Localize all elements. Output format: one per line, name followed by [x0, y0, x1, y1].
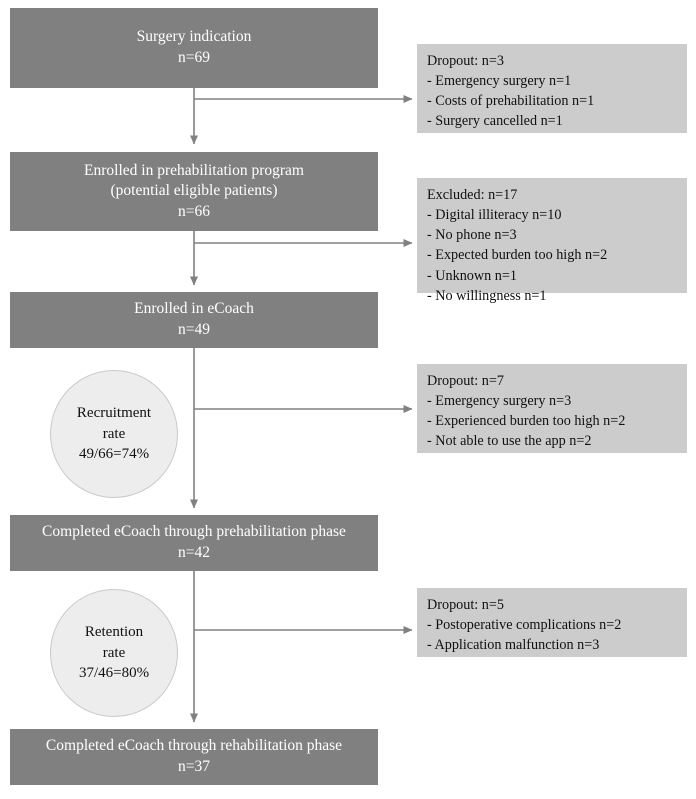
node-line: Enrolled in eCoach [134, 300, 254, 318]
node-completed-rehabilitation[interactable]: Completed eCoach through rehabilitation … [10, 729, 378, 785]
side-box-item: - Unknown n=1 [427, 267, 517, 284]
side-box-item: - Expected burden too high n=2 [427, 247, 608, 264]
side-box-item: - Costs of prehabilitation n=1 [427, 93, 595, 110]
side-box-header: Excluded: n=17 [427, 187, 518, 203]
node-line: Surgery indication [136, 28, 252, 46]
side-box-item: - Application malfunction n=3 [427, 637, 600, 654]
side-box-item: - Not able to use the app n=2 [427, 433, 592, 450]
rate-value: 49/66=74% [78, 446, 150, 463]
node-enrolled-ecoach[interactable]: Enrolled in eCoach n=49 [10, 292, 378, 348]
side-box-dropout-1[interactable]: Dropout: n=3 - Emergency surgery n=1 - C… [417, 44, 687, 133]
node-count: n=37 [178, 758, 210, 775]
side-box-item: - No willingness n=1 [427, 287, 547, 304]
rate-label-line: Recruitment [76, 405, 152, 422]
side-box-dropout-3[interactable]: Dropout: n=5 - Postoperative complicatio… [417, 588, 687, 657]
node-enrolled-prehabilitation[interactable]: Enrolled in prehabilitation program (pot… [10, 152, 378, 231]
side-box-item: - Emergency surgery n=1 [427, 73, 572, 90]
side-box-item: - Experienced burden too high n=2 [427, 413, 626, 430]
node-count: n=49 [178, 321, 210, 338]
side-box-item: - Surgery cancelled n=1 [427, 113, 563, 130]
node-surgery-indication[interactable]: Surgery indication n=69 [10, 8, 378, 88]
node-line: (potential eligible patients) [110, 182, 278, 200]
node-count: n=66 [178, 202, 210, 220]
side-box-header: Dropout: n=5 [427, 597, 504, 613]
side-box-excluded-1[interactable]: Excluded: n=17 - Digital illiteracy n=10… [417, 178, 687, 304]
side-box-item: - Postoperative complications n=2 [427, 617, 622, 634]
node-completed-prehabilitation[interactable]: Completed eCoach through prehabilitation… [10, 515, 378, 571]
side-box-item: - Emergency surgery n=3 [427, 393, 572, 410]
node-line: Completed eCoach through prehabilitation… [42, 523, 346, 541]
side-box-item: - No phone n=3 [427, 227, 517, 244]
node-count: n=42 [178, 544, 210, 561]
rate-label-line: rate [102, 425, 126, 442]
rate-circle-recruitment[interactable]: Recruitment rate 49/66=74% [50, 370, 178, 498]
side-box-dropout-2[interactable]: Dropout: n=7 - Emergency surgery n=3 - E… [417, 364, 687, 453]
rate-value: 37/46=80% [78, 665, 150, 682]
side-box-item: - Digital illiteracy n=10 [427, 207, 562, 224]
node-line: Completed eCoach through rehabilitation … [45, 737, 343, 755]
rate-circle-retention[interactable]: Retention rate 37/46=80% [50, 589, 178, 717]
side-box-header: Dropout: n=3 [427, 53, 504, 69]
side-box-header: Dropout: n=7 [427, 373, 504, 389]
rate-label-line: rate [102, 644, 126, 661]
rate-label-line: Retention [84, 624, 144, 641]
node-line: Enrolled in prehabilitation program [84, 161, 304, 179]
node-count: n=69 [178, 49, 210, 66]
